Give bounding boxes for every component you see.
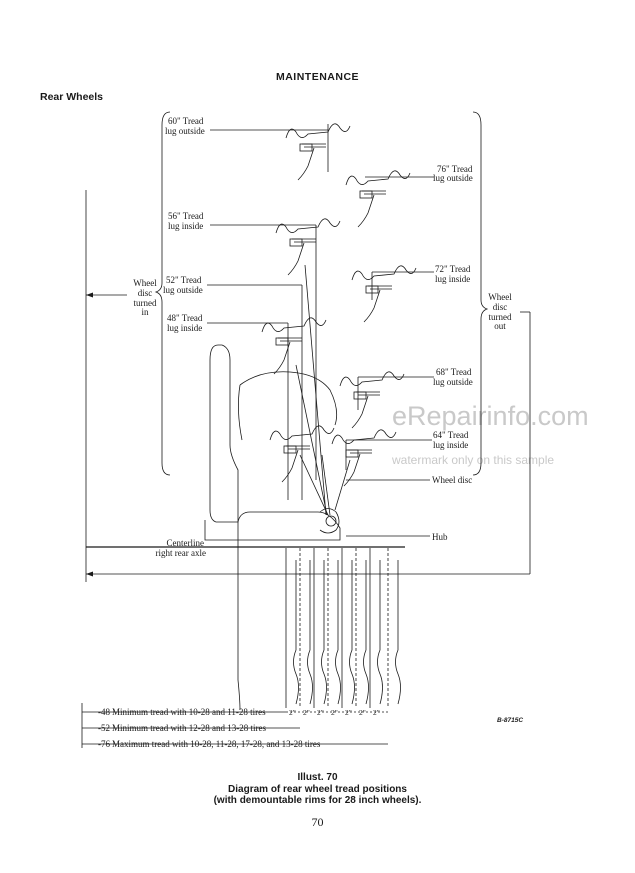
tread-mark-76: -76 bbox=[98, 739, 111, 749]
drawing-code: B-8715C bbox=[497, 717, 523, 724]
rim-profile bbox=[339, 371, 405, 429]
tread-text-52: Minimum tread with 12-28 and 13-28 tires bbox=[112, 723, 266, 733]
label-disc-in-1: Wheel bbox=[133, 278, 157, 288]
lug-bolt bbox=[299, 143, 313, 152]
fender-outline bbox=[209, 344, 239, 523]
section-header: MAINTENANCE bbox=[275, 71, 360, 83]
label-56-tread-line1: 56" Tread bbox=[168, 211, 204, 221]
rim-profile bbox=[345, 170, 411, 228]
watermark-subtext: watermark only on this sample bbox=[391, 453, 554, 467]
label-60-tread-line2: lug outside bbox=[165, 126, 205, 136]
label-disc-in-3: turned bbox=[134, 298, 157, 308]
label-disc-out-1: Wheel bbox=[488, 292, 512, 302]
label-disc-in-2: disc bbox=[138, 288, 153, 298]
rim-profile bbox=[275, 218, 341, 276]
label-centerline-2: right rear axle bbox=[156, 548, 206, 558]
caption-line-2: (with demountable rims for 28 inch wheel… bbox=[213, 795, 422, 806]
page-number: 70 bbox=[311, 815, 324, 829]
label-68-tread-line1: 68" Tread bbox=[436, 367, 472, 377]
label-48-tread-line2: lug inside bbox=[167, 323, 202, 333]
tread-mark-52: -52 bbox=[98, 723, 110, 733]
label-centerline-1: Centerline bbox=[167, 538, 205, 548]
lug-bolt bbox=[345, 449, 359, 458]
tire-profile bbox=[395, 560, 401, 705]
lug-bolt bbox=[289, 238, 303, 247]
rim-profile bbox=[261, 317, 327, 375]
housing-left bbox=[238, 384, 243, 441]
lug-bolt bbox=[359, 190, 373, 199]
left-brace bbox=[154, 111, 171, 476]
leader-lines bbox=[207, 124, 434, 537]
label-disc-in-4: in bbox=[141, 307, 149, 317]
arrow-head bbox=[86, 292, 93, 298]
label-60-tread-line1: 60" Tread bbox=[168, 116, 204, 126]
rim-profiles bbox=[261, 123, 417, 487]
axle-housing bbox=[204, 511, 341, 541]
tread-text-48: Minimum tread with 10-28 and 11-28 tires bbox=[112, 707, 266, 717]
label-64-tread-line1: 64" Tread bbox=[433, 430, 469, 440]
tire-profile bbox=[293, 560, 299, 705]
tread-text-76: Maximum tread with 10-28, 11-28, 17-28, … bbox=[112, 739, 321, 749]
label-48-tread-line1: 48" Tread bbox=[167, 313, 203, 323]
hub bbox=[319, 508, 340, 534]
label-72-tread-line1: 72" Tread bbox=[435, 264, 471, 274]
tire-profile bbox=[349, 560, 355, 705]
tire-profile bbox=[363, 560, 369, 705]
lug-bolt bbox=[353, 391, 367, 400]
tire-profile bbox=[321, 560, 327, 705]
rim-profile bbox=[351, 265, 417, 323]
hub-center bbox=[325, 515, 337, 527]
spacing-mark: 2" bbox=[317, 708, 324, 717]
label-hub: Hub bbox=[432, 532, 448, 542]
caption-line-1: Diagram of rear wheel tread positions bbox=[228, 784, 407, 795]
label-wheel-disc: Wheel disc bbox=[432, 475, 472, 485]
wheel-disc-lines bbox=[295, 264, 351, 516]
rim-profile bbox=[285, 123, 351, 181]
housing-top bbox=[239, 371, 338, 426]
spacing-mark: 2" bbox=[331, 708, 338, 717]
label-64-tread-line2: lug inside bbox=[433, 440, 468, 450]
spacing-mark: 2" bbox=[359, 708, 366, 717]
label-disc-out-2: disc bbox=[493, 302, 508, 312]
label-76-tread-line1: 76" Tread bbox=[437, 164, 473, 174]
subsection-title: Rear Wheels bbox=[40, 91, 104, 103]
spacing-mark: 2" bbox=[289, 708, 296, 717]
illustration-number: Illust. 70 bbox=[297, 772, 338, 783]
rim-profile bbox=[331, 429, 397, 487]
tire-profile bbox=[377, 560, 383, 705]
lug-bolt bbox=[283, 445, 297, 454]
label-76-tread-line2: lug outside bbox=[433, 173, 473, 183]
label-52-tread-line1: 52" Tread bbox=[166, 275, 202, 285]
tread-dimension-lines bbox=[81, 703, 388, 748]
spacing-mark: 2" bbox=[303, 708, 310, 717]
tire-left-edge bbox=[237, 522, 241, 711]
watermark-text: eRepairinfo.com bbox=[392, 401, 589, 431]
tread-vertical-lines bbox=[285, 548, 401, 708]
arrow-head bbox=[86, 571, 93, 577]
label-disc-out-4: out bbox=[494, 321, 506, 331]
right-brace bbox=[472, 111, 489, 476]
lug-bolt bbox=[275, 337, 289, 346]
spacing-mark: 2" bbox=[373, 708, 380, 717]
label-56-tread-line2: lug inside bbox=[168, 221, 203, 231]
tread-mark-48: -48 bbox=[98, 707, 111, 717]
label-68-tread-line2: lug outside bbox=[433, 377, 473, 387]
tire-profile bbox=[335, 560, 341, 705]
spacing-mark: 2" bbox=[345, 708, 352, 717]
label-72-tread-line2: lug inside bbox=[435, 274, 470, 284]
label-52-tread-line2: lug outside bbox=[163, 285, 203, 295]
tire-profile bbox=[307, 560, 313, 705]
label-disc-out-3: turned bbox=[489, 312, 512, 322]
